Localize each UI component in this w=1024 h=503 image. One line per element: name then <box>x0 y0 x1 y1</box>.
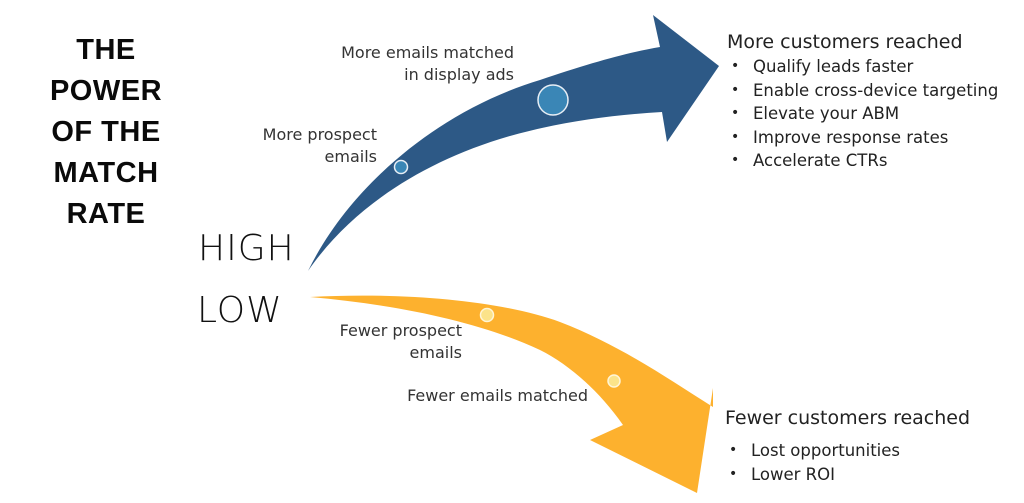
high-rate-marker-small <box>393 159 409 175</box>
high-outcome-item: Enable cross-device targeting <box>727 79 998 103</box>
label-line: More prospect <box>262 125 377 144</box>
low-level-label: LOW <box>197 290 283 331</box>
more-emails-matched-label: More emails matched in display ads <box>341 42 514 86</box>
label-line: More emails matched <box>341 43 514 62</box>
label-line: Fewer emails matched <box>407 386 588 405</box>
low-outcome-item: Lost opportunities <box>725 439 970 463</box>
high-rate-marker-large <box>537 84 569 116</box>
label-line: emails <box>409 343 462 362</box>
low-outcome-list: Lost opportunities Lower ROI <box>725 439 970 486</box>
label-line: emails <box>324 147 377 166</box>
high-outcome-item: Qualify leads faster <box>727 55 998 79</box>
high-outcome-heading: More customers reached <box>727 31 963 53</box>
low-rate-marker <box>479 307 495 323</box>
high-outcome-item: Elevate your ABM <box>727 102 998 126</box>
title-line: POWER <box>49 75 163 107</box>
title-line: OF THE <box>51 116 161 148</box>
high-level-label: HIGH <box>198 228 295 269</box>
low-outcome-item: Lower ROI <box>725 463 970 487</box>
title-line: THE <box>76 34 136 66</box>
label-line: Fewer prospect <box>339 321 462 340</box>
low-rate-arrow <box>310 295 713 493</box>
high-rate-arrow <box>308 15 719 271</box>
diagram-title: THE POWER OF THE MATCH RATE <box>22 30 190 235</box>
high-outcome-item: Accelerate CTRs <box>727 149 998 173</box>
high-outcome-list: Qualify leads faster Enable cross-device… <box>727 55 998 173</box>
high-outcome-item: Improve response rates <box>727 126 998 150</box>
low-outcome: Fewer customers reached Lost opportuniti… <box>725 405 970 486</box>
low-rate-marker <box>607 374 621 388</box>
title-line: RATE <box>66 198 146 230</box>
label-line: in display ads <box>404 65 514 84</box>
low-outcome-heading: Fewer customers reached <box>725 407 971 429</box>
more-prospect-emails-label: More prospect emails <box>263 124 377 168</box>
title-line: MATCH <box>53 157 159 189</box>
high-outcome: More customers reached Qualify leads fas… <box>727 29 998 173</box>
fewer-prospect-emails-label: Fewer prospect emails <box>340 320 462 364</box>
fewer-emails-matched-label: Fewer emails matched <box>407 385 588 407</box>
